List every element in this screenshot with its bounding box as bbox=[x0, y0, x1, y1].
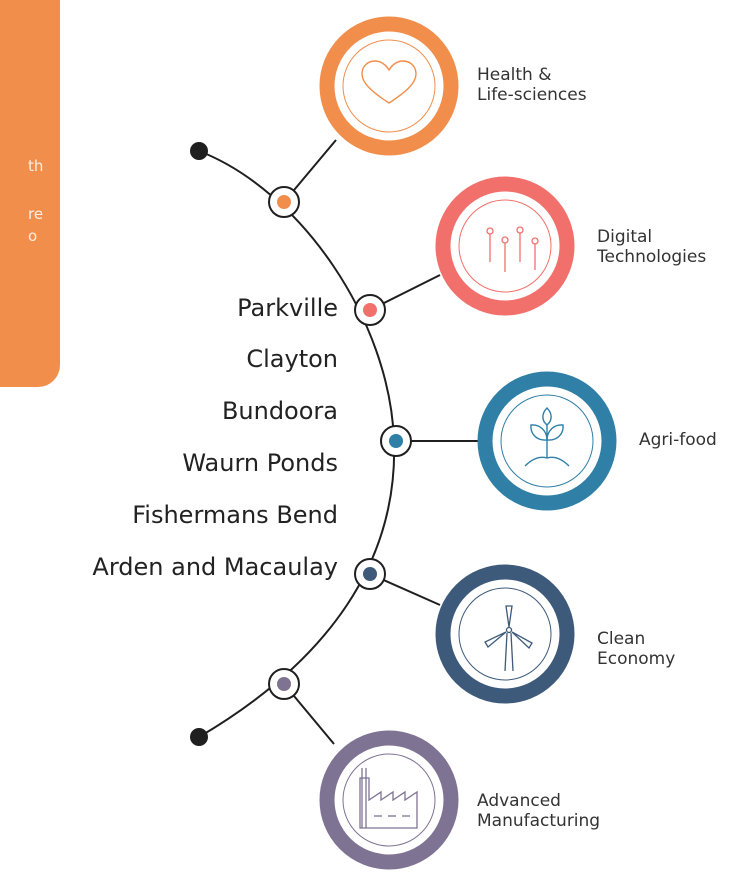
sprout-icon bbox=[524, 407, 570, 467]
precinct-label: Parkville bbox=[237, 294, 338, 322]
precinct-label: Clayton bbox=[246, 345, 338, 373]
precinct-label: Arden and Macaulay bbox=[92, 553, 338, 581]
sector-label-manufacturing: Advanced Manufacturing bbox=[477, 791, 601, 831]
node-digital bbox=[354, 294, 386, 326]
node-agrifood bbox=[380, 425, 412, 457]
precinct-label: Bundoora bbox=[221, 397, 338, 425]
node-clean-economy bbox=[354, 558, 386, 590]
arc-end-dot bbox=[190, 142, 208, 160]
arc-end-dot bbox=[190, 728, 208, 746]
node-manufacturing bbox=[268, 668, 300, 700]
sector-circle-agrifood bbox=[477, 371, 617, 511]
node-health bbox=[268, 186, 300, 218]
circuit-icon bbox=[486, 226, 539, 272]
panel-text-fragment: re bbox=[28, 205, 44, 223]
panel-text-fragment: o bbox=[28, 227, 38, 245]
sector-label-agrifood: Agri-food bbox=[639, 430, 717, 450]
precinct-label: Waurn Ponds bbox=[182, 449, 338, 477]
sector-label-digital: Digital Technologies bbox=[597, 227, 707, 267]
precinct-label: Fishermans Bend bbox=[132, 501, 338, 529]
factory-icon bbox=[359, 768, 418, 829]
side-panel: th re o bbox=[0, 0, 60, 387]
wind-turbine-icon bbox=[484, 605, 533, 672]
sector-circle-clean-economy bbox=[435, 564, 575, 704]
heart-icon bbox=[361, 60, 417, 104]
main-arc bbox=[198, 150, 396, 738]
sector-circle-digital bbox=[435, 176, 575, 316]
sector-circle-manufacturing bbox=[319, 730, 459, 870]
sector-label-clean-economy: Clean Economy bbox=[597, 629, 676, 669]
sector-label-health: Health & Life-sciences bbox=[477, 65, 587, 105]
sector-circle-health bbox=[319, 16, 459, 156]
panel-text-fragment: th bbox=[28, 157, 44, 175]
